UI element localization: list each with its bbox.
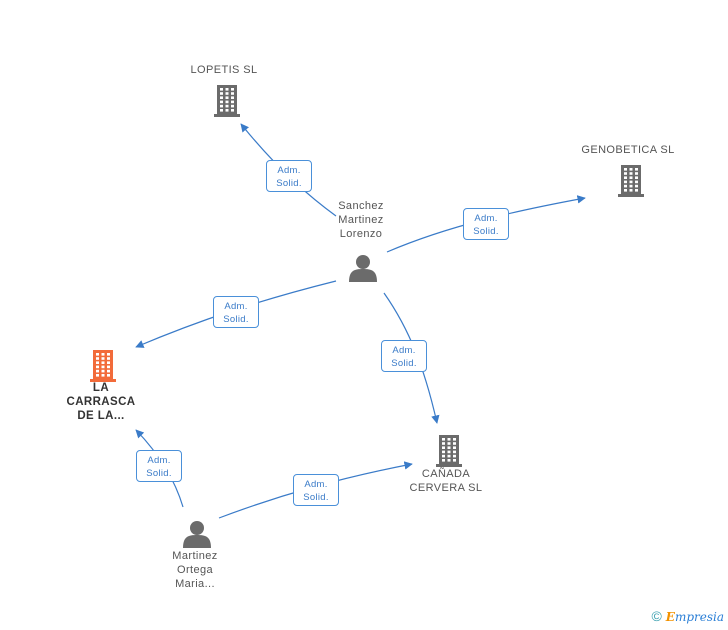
building-icon-genobetica[interactable] <box>618 165 644 197</box>
node-label-martinez[interactable]: Martinez Ortega Maria... <box>172 550 218 590</box>
copyright-icon: © <box>651 608 662 624</box>
relation-label-martinez-carrasca[interactable]: Adm. Solid. <box>136 450 182 482</box>
building-icon-carrasca[interactable] <box>90 350 116 382</box>
node-label-canada[interactable]: CAÑADA CERVERA SL <box>409 468 483 494</box>
relation-label-sanchez-genobetica[interactable]: Adm. Solid. <box>463 208 509 240</box>
brand-initial: E <box>665 610 675 624</box>
brand-name: mpresia <box>674 610 724 624</box>
footer-brand: ©Empresia <box>651 608 724 624</box>
node-label-lopetis[interactable]: LOPETIS SL <box>190 64 258 76</box>
building-icon-canada[interactable] <box>436 435 462 467</box>
relation-label-sanchez-canada[interactable]: Adm. Solid. <box>381 340 427 372</box>
relation-label-sanchez-lopetis[interactable]: Adm. Solid. <box>266 160 312 192</box>
node-label-carrasca[interactable]: LA CARRASCA DE LA... <box>66 382 136 422</box>
person-icon-martinez[interactable] <box>183 521 211 548</box>
person-icon-sanchez[interactable] <box>349 255 377 282</box>
node-label-genobetica[interactable]: GENOBETICA SL <box>581 144 675 156</box>
building-icon-lopetis[interactable] <box>214 85 240 117</box>
node-label-sanchez[interactable]: Sanchez Martinez Lorenzo <box>338 200 384 240</box>
relation-label-sanchez-carrasca[interactable]: Adm. Solid. <box>213 296 259 328</box>
relation-label-martinez-canada[interactable]: Adm. Solid. <box>293 474 339 506</box>
